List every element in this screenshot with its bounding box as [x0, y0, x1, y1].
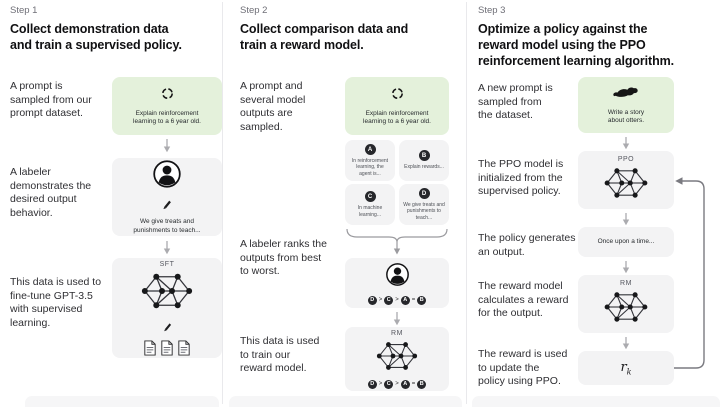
cycle-icon: [160, 86, 175, 106]
step2-caption-prompt: A prompt and several model outputs are s…: [240, 80, 306, 133]
output-card-c: C In machine learning...: [345, 184, 395, 225]
ppo-label: PPO: [617, 155, 635, 163]
output-card-d: D We give treats and punishments to teac…: [399, 184, 449, 225]
rank-separator: >: [395, 381, 399, 387]
documents-icon: [143, 339, 191, 356]
rank-item: A: [400, 379, 410, 389]
arrow-down-icon: [621, 261, 631, 279]
output-text: In machine learning...: [357, 205, 383, 218]
cycle-icon: [390, 86, 405, 106]
output-letter: B: [418, 150, 430, 162]
step3-label: Step 3: [478, 5, 506, 16]
column-divider: [466, 2, 467, 404]
step1-caption-prompt: A prompt is sampled from our prompt data…: [10, 80, 92, 119]
feedback-loop-arrow: [672, 172, 710, 385]
ranking-row: D > C > A = B: [367, 295, 427, 305]
network-icon: [603, 166, 649, 205]
output-letter: D: [418, 188, 430, 200]
arrow-down-icon: [621, 213, 631, 231]
output-text: We give treats and punishments to teach.…: [403, 202, 445, 221]
rm-label: RM: [391, 329, 403, 337]
step3-caption-output: The policy generates an output.: [478, 232, 576, 258]
step3-caption-prompt: A new prompt is sampled from the dataset…: [478, 82, 553, 121]
user-icon: [152, 159, 182, 194]
rank-separator: >: [378, 381, 383, 387]
step1-prompt-box: Explain reinforcement learning to a 6 ye…: [112, 77, 222, 135]
step2-rm-box: RM D > C > A = B: [345, 327, 449, 391]
network-icon: [603, 290, 649, 329]
rank-separator: >: [395, 297, 399, 303]
rank-item: C: [384, 295, 394, 305]
step3-rm-box: RM: [578, 275, 674, 333]
step1-caption-labeler: A labeler demonstrates the desired outpu…: [10, 166, 92, 219]
output-card-b: B Explain rewards...: [399, 140, 449, 181]
step1-label: Step 1: [10, 5, 38, 16]
step3-reward-box: rk: [578, 351, 674, 385]
user-icon: [385, 262, 410, 292]
rank-item: D: [367, 379, 377, 389]
step3-caption-update: The reward is used to update the policy …: [478, 348, 568, 387]
arrow-down-icon: [162, 139, 172, 158]
step3-caption-init: The PPO model is initialized from the su…: [478, 158, 564, 197]
step3-prompt-box: Write a story about otters.: [578, 77, 674, 133]
step3-output-box: Once upon a time...: [578, 227, 674, 257]
sft-label: SFT: [159, 260, 175, 268]
step1-prompt-box-text: Explain reinforcement learning to a 6 ye…: [133, 109, 201, 126]
step1-sft-box: SFT: [112, 258, 222, 358]
network-icon: [140, 271, 194, 316]
step2-title: Collect comparison data and train a rewa…: [240, 22, 409, 52]
rank-item: C: [384, 379, 394, 389]
bottom-card-edge: [25, 396, 219, 407]
otter-icon: [612, 85, 640, 105]
step3-title: Optimize a policy against the reward mod…: [478, 22, 675, 68]
step2-caption-rank: A labeler ranks the outputs from best to…: [240, 238, 327, 277]
pencil-icon: [161, 197, 173, 215]
output-text: In reinforcement learning, the agent is.…: [351, 158, 389, 177]
step1-labeler-box-text: We give treats and punishments to teach.…: [133, 218, 201, 234]
step1-title: Collect demonstration data and train a s…: [10, 22, 182, 52]
bottom-card-edge: [229, 396, 462, 407]
step2-labeler-box: D > C > A = B: [345, 258, 449, 308]
step3-prompt-box-text: Write a story about otters.: [607, 108, 645, 125]
step1-labeler-box: We give treats and punishments to teach.…: [112, 158, 222, 236]
step3-caption-reward: The reward model calculates a reward for…: [478, 280, 569, 319]
arrow-down-icon: [621, 137, 631, 155]
reward-symbol: rk: [620, 359, 632, 377]
step1-caption-finetune: This data is used to fine-tune GPT-3.5 w…: [10, 276, 102, 329]
rank-item: A: [400, 295, 410, 305]
step3-output-box-text: Once upon a time...: [597, 237, 655, 245]
network-icon: [375, 340, 419, 377]
output-letter: C: [364, 191, 376, 203]
rank-separator: =: [411, 297, 416, 303]
rank-item: B: [417, 379, 427, 389]
arrow-down-icon: [621, 337, 631, 355]
column-divider: [222, 2, 223, 404]
step2-prompt-box-text: Explain reinforcement learning to a 6 ye…: [363, 109, 431, 126]
pencil-icon: [162, 319, 173, 337]
rank-separator: =: [411, 381, 416, 387]
arrow-down-icon: [162, 241, 172, 260]
step2-caption-train: This data is used to train our reward mo…: [240, 335, 320, 374]
output-letter: A: [364, 144, 376, 156]
step2-label: Step 2: [240, 5, 268, 16]
output-card-a: A In reinforcement learning, the agent i…: [345, 140, 395, 181]
step3-ppo-box: PPO: [578, 151, 674, 209]
brace-arrow: [345, 228, 449, 261]
arrow-down-icon: [392, 312, 402, 331]
rank-separator: >: [378, 297, 383, 303]
rank-item: D: [367, 295, 377, 305]
bottom-card-edge: [472, 396, 720, 407]
rm-label: RM: [620, 279, 632, 287]
step2-prompt-box: Explain reinforcement learning to a 6 ye…: [345, 77, 449, 135]
output-text: Explain rewards...: [404, 164, 444, 171]
rank-item: B: [417, 295, 427, 305]
ranking-row: D > C > A = B: [367, 379, 427, 389]
